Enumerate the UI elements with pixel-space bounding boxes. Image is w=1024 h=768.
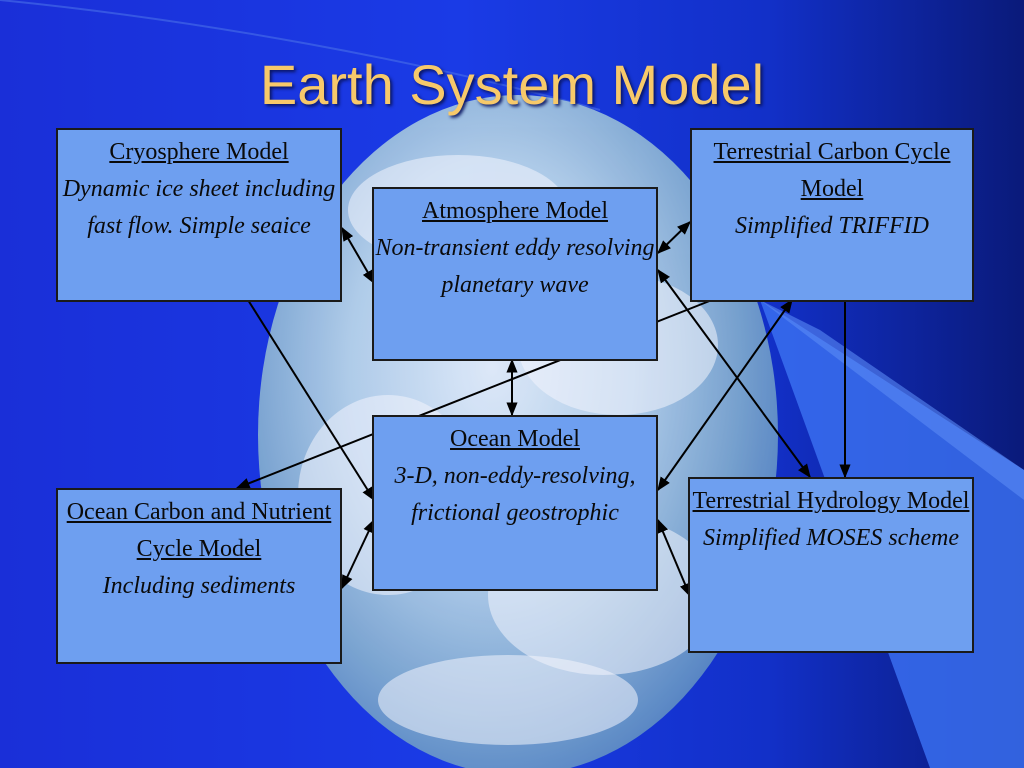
cryosphere-model-title: Cryosphere Model [58, 134, 340, 171]
cryosphere-model-box: Cryosphere Model Dynamic ice sheet inclu… [56, 128, 342, 302]
ocean-model-title: Ocean Model [374, 421, 656, 458]
arrow-cryosphere-ocean [248, 300, 374, 500]
arrow-cryosphere-atmosphere [342, 228, 374, 283]
arrow-atmosphere-terrestrial-carbon [658, 222, 690, 253]
terrestrial-carbon-cycle-model-title: Terrestrial Carbon Cycle Model [692, 134, 972, 208]
arrow-ocean-terrestrial-hydrology [658, 520, 690, 596]
atmosphere-model-title: Atmosphere Model [374, 193, 656, 230]
terrestrial-carbon-cycle-model-description: Simplified TRIFFID [692, 208, 972, 245]
ocean-model-description: 3-D, non-eddy-resolving, frictional geos… [374, 458, 656, 532]
cryosphere-model-description: Dynamic ice sheet including fast flow. S… [58, 171, 340, 245]
ocean-model-box: Ocean Model 3-D, non-eddy-resolving, fri… [372, 415, 658, 591]
ocean-carbon-nutrient-cycle-model-title: Ocean Carbon and Nutrient Cycle Model [58, 494, 340, 568]
terrestrial-hydrology-model-description: Simplified MOSES scheme [690, 520, 972, 557]
terrestrial-hydrology-model-box: Terrestrial Hydrology Model Simplified M… [688, 477, 974, 653]
arrow-ocean-carbon-ocean [342, 520, 374, 588]
terrestrial-hydrology-model-title: Terrestrial Hydrology Model [690, 483, 972, 520]
terrestrial-carbon-cycle-model-box: Terrestrial Carbon Cycle Model Simplifie… [690, 128, 974, 302]
ocean-carbon-nutrient-cycle-model-box: Ocean Carbon and Nutrient Cycle Model In… [56, 488, 342, 664]
atmosphere-model-box: Atmosphere Model Non-transient eddy reso… [372, 187, 658, 361]
arrow-terrestrial-carbon-ocean [658, 300, 792, 490]
atmosphere-model-description: Non-transient eddy resolving planetary w… [374, 230, 656, 304]
ocean-carbon-nutrient-cycle-model-description: Including sediments [58, 568, 340, 605]
